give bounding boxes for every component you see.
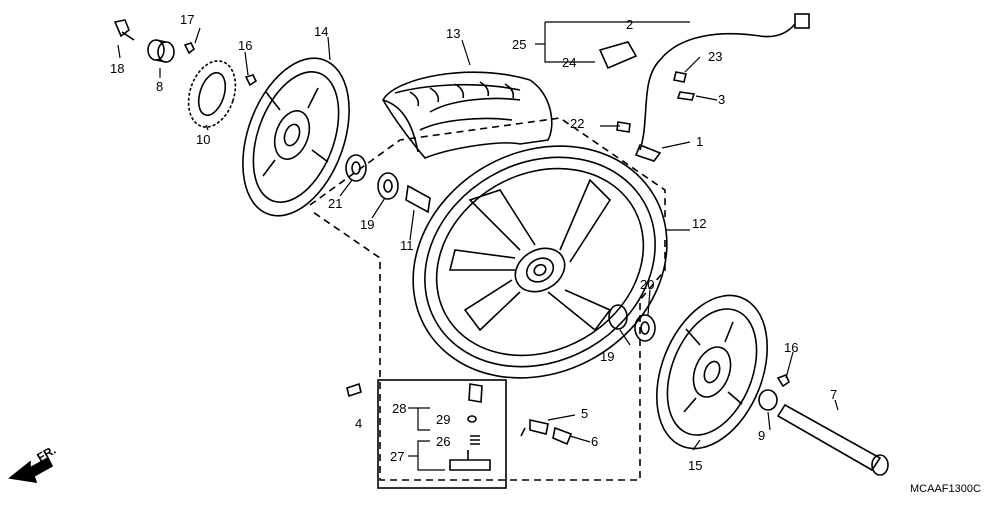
callout-16-left: 16 [238, 38, 252, 53]
left-brake-disc [242, 57, 350, 217]
callout-25: 25 [512, 37, 526, 52]
callout-28: 28 [392, 401, 406, 416]
spacer-11 [405, 184, 431, 214]
bearing-20 [608, 304, 656, 342]
callout-10: 10 [196, 132, 210, 147]
callout-19-left: 19 [360, 217, 374, 232]
callout-27: 27 [390, 449, 404, 464]
callout-5: 5 [581, 406, 588, 421]
front-direction-label: FR. [35, 443, 59, 465]
valve-stem-28 [468, 383, 483, 403]
clamp-6 [552, 426, 573, 446]
diagram-code: MCAAF1300C [910, 483, 981, 495]
bolt-16-right [776, 373, 790, 388]
callout-3: 3 [718, 92, 725, 107]
callout-22: 22 [570, 116, 584, 131]
valve-5 [520, 419, 549, 437]
callout-15: 15 [688, 458, 702, 473]
callout-1: 1 [696, 134, 703, 149]
callout-17: 17 [180, 12, 194, 27]
bearing-21 [345, 154, 367, 182]
right-brake-disc [655, 294, 769, 450]
callout-23: 23 [708, 49, 722, 64]
valve-inset-box [377, 379, 507, 489]
callout-11: 11 [400, 238, 414, 253]
callout-20: 20 [640, 277, 654, 292]
callout-13: 13 [446, 26, 460, 41]
wheel-speed-sensor [598, 13, 810, 162]
callout-21: 21 [328, 196, 342, 211]
callout-19-right: 19 [600, 349, 614, 364]
callout-26: 26 [436, 434, 450, 449]
valve-core-29 [467, 415, 477, 423]
callout-12: 12 [692, 216, 706, 231]
callout-29: 29 [436, 412, 450, 427]
callout-4: 4 [355, 416, 362, 431]
callout-2: 2 [626, 17, 633, 32]
axle-7 [776, 403, 889, 476]
wheel-rim [412, 145, 668, 379]
callout-16-right: 16 [784, 340, 798, 355]
callout-labels: 1 2 3 4 5 6 7 8 9 10 11 12 13 14 15 16 1… [110, 12, 837, 473]
valve-27 [449, 450, 491, 471]
bolt-17 [183, 42, 196, 55]
bolt-18 [113, 19, 135, 41]
tire [382, 71, 553, 159]
callout-7: 7 [830, 387, 837, 402]
callout-24: 24 [562, 55, 576, 70]
callout-14: 14 [314, 24, 328, 39]
collar-8 [147, 39, 175, 63]
pulse-ring [187, 60, 237, 128]
collar-9 [758, 389, 778, 411]
callout-18: 18 [110, 61, 124, 76]
callout-8: 8 [156, 79, 163, 94]
callout-9: 9 [758, 428, 765, 443]
callout-6: 6 [591, 434, 598, 449]
front-direction-arrow [8, 456, 54, 483]
bolt-16-left [244, 74, 258, 87]
clip-4 [346, 382, 362, 398]
seal-19-left [377, 172, 399, 200]
spring-26 [470, 435, 480, 445]
